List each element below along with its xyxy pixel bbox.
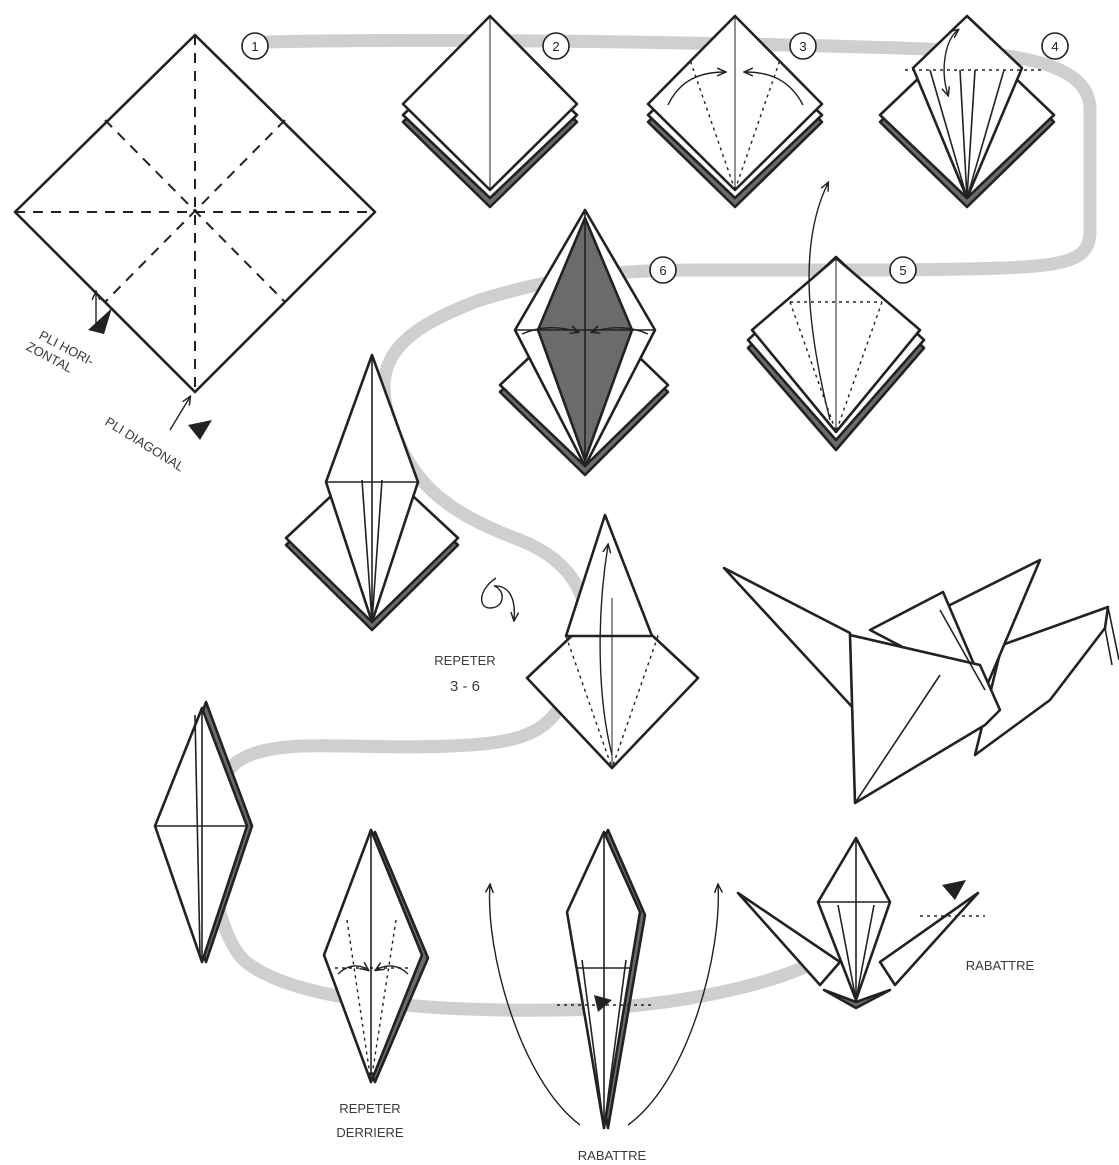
label-repeat-behind-line2: DERRIERE xyxy=(336,1125,404,1140)
label-fold-down-bottom: RABATTRE xyxy=(578,1148,647,1163)
step-10-narrow-folds xyxy=(324,830,428,1082)
step-1-square xyxy=(15,35,375,392)
valley-fold-arrowhead-icon xyxy=(188,420,212,440)
label-repeat-3-6-line1: REPETER xyxy=(434,653,495,668)
step-number-3: 3 xyxy=(790,33,816,59)
svg-text:3: 3 xyxy=(799,39,806,54)
fold-diagonal-marker xyxy=(170,397,212,440)
valley-fold-arrowhead-icon xyxy=(88,308,112,334)
step-number-4: 4 xyxy=(1042,33,1068,59)
step-5-petal-fold xyxy=(748,183,924,450)
svg-text:2: 2 xyxy=(552,39,559,54)
step-number-2: 2 xyxy=(543,33,569,59)
final-crane xyxy=(724,560,1119,803)
svg-text:1: 1 xyxy=(251,39,258,54)
svg-text:4: 4 xyxy=(1051,39,1058,54)
svg-text:6: 6 xyxy=(659,263,666,278)
step-11-reverse-fold xyxy=(490,830,719,1128)
svg-text:5: 5 xyxy=(899,263,906,278)
label-fold-horizontal: PLI HORI- ZONTAL xyxy=(24,325,100,385)
step-9-bird-base xyxy=(155,702,252,962)
step-6-petal-shaded xyxy=(500,210,668,475)
step-number-1: 1 xyxy=(242,33,268,59)
label-fold-down-head: RABATTRE xyxy=(966,958,1035,973)
turn-over-icon xyxy=(482,578,515,620)
label-repeat-behind-line1: REPETER xyxy=(339,1101,400,1116)
label-repeat-3-6-line2: 3 - 6 xyxy=(450,678,480,695)
step-number-5: 5 xyxy=(890,257,916,283)
step-number-6: 6 xyxy=(650,257,676,283)
fold-arrowhead-icon xyxy=(942,880,966,900)
